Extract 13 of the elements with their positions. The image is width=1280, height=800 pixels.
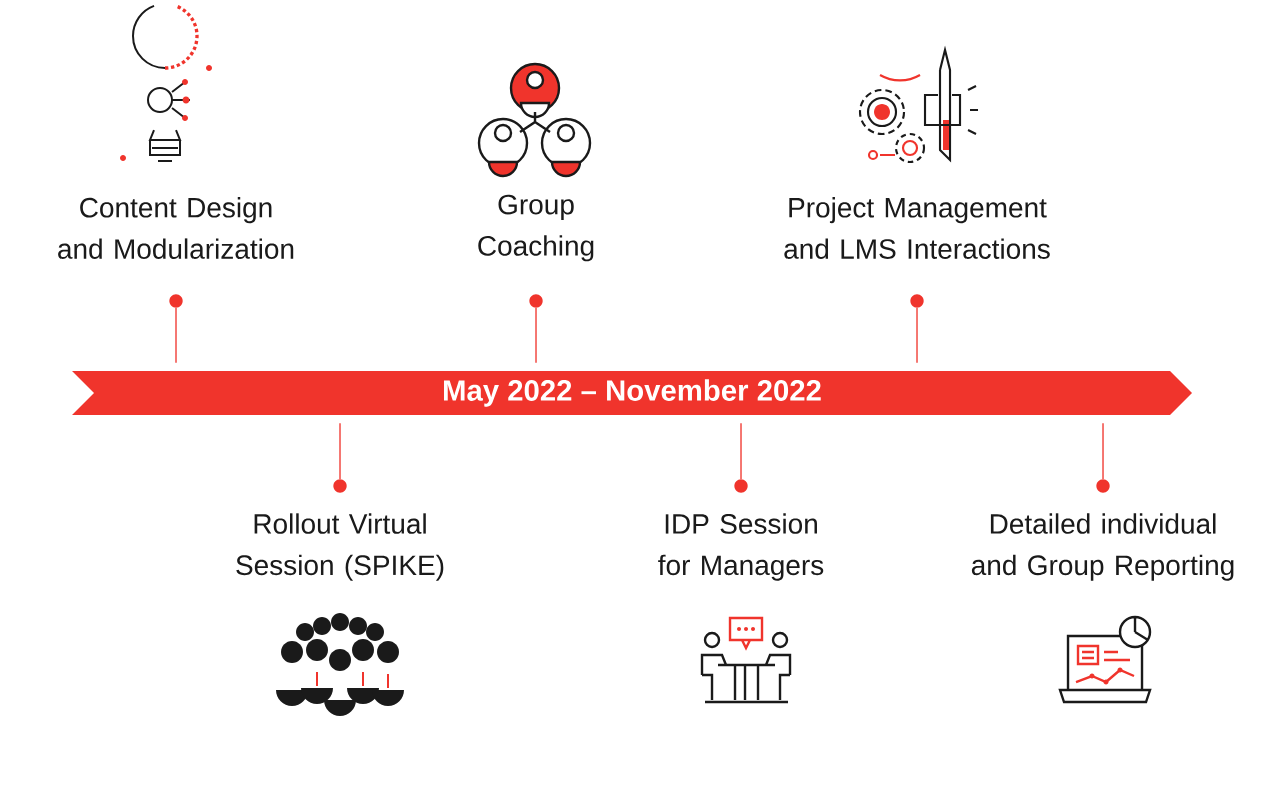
- timeline-stem: [535, 307, 537, 364]
- milestone-label: Project Management and LMS Interactions: [784, 197, 1050, 259]
- timeline-band: May 2022 – November 2022: [72, 371, 1192, 415]
- milestone-label: Content Design and Modularization: [58, 197, 294, 259]
- timeline-stem: [175, 307, 177, 364]
- milestone-label: Group Coaching: [478, 194, 594, 262]
- timeline-stem: [740, 422, 742, 480]
- timeline-stem: [339, 422, 341, 480]
- timeline-stem: [916, 307, 918, 364]
- milestone-label: IDP Session for Managers: [658, 513, 824, 581]
- milestone-label: Detailed individual and Group Reporting: [971, 513, 1234, 581]
- timeline-stem: [1102, 422, 1104, 480]
- milestone-label: Rollout Virtual Session (SPIKE): [236, 513, 444, 581]
